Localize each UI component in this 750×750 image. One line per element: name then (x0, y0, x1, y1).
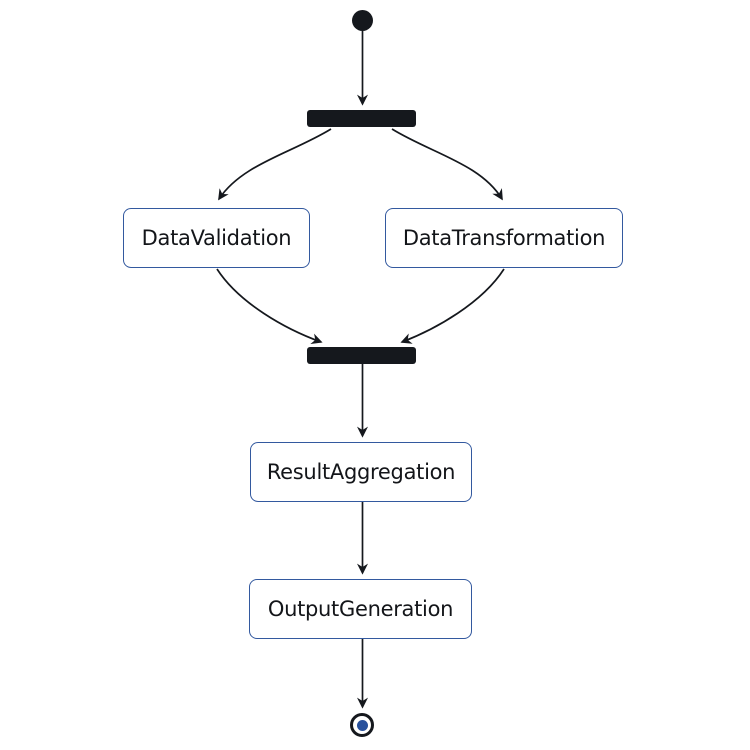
activity-label: OutputGeneration (267, 597, 454, 621)
activity-node-output-generation: OutputGeneration (249, 579, 472, 639)
activity-node-data-transformation: DataTransformation (385, 208, 623, 268)
edge-datavalidation-to-join (216, 268, 323, 344)
edge-fork-to-datatransformation (391, 128, 503, 201)
activity-label: ResultAggregation (266, 460, 456, 484)
activity-label: DataValidation (141, 226, 292, 250)
activity-node-data-validation: DataValidation (123, 208, 310, 268)
edge-datatransformation-to-join (400, 268, 505, 344)
fork-bar (307, 110, 416, 127)
activity-label: DataTransformation (402, 226, 606, 250)
initial-state-node (352, 10, 373, 31)
join-bar (307, 347, 416, 364)
activity-node-result-aggregation: ResultAggregation (250, 442, 472, 502)
final-state-node (350, 713, 374, 737)
edge-fork-to-datavalidation (218, 128, 332, 201)
final-state-inner-dot (356, 719, 368, 731)
